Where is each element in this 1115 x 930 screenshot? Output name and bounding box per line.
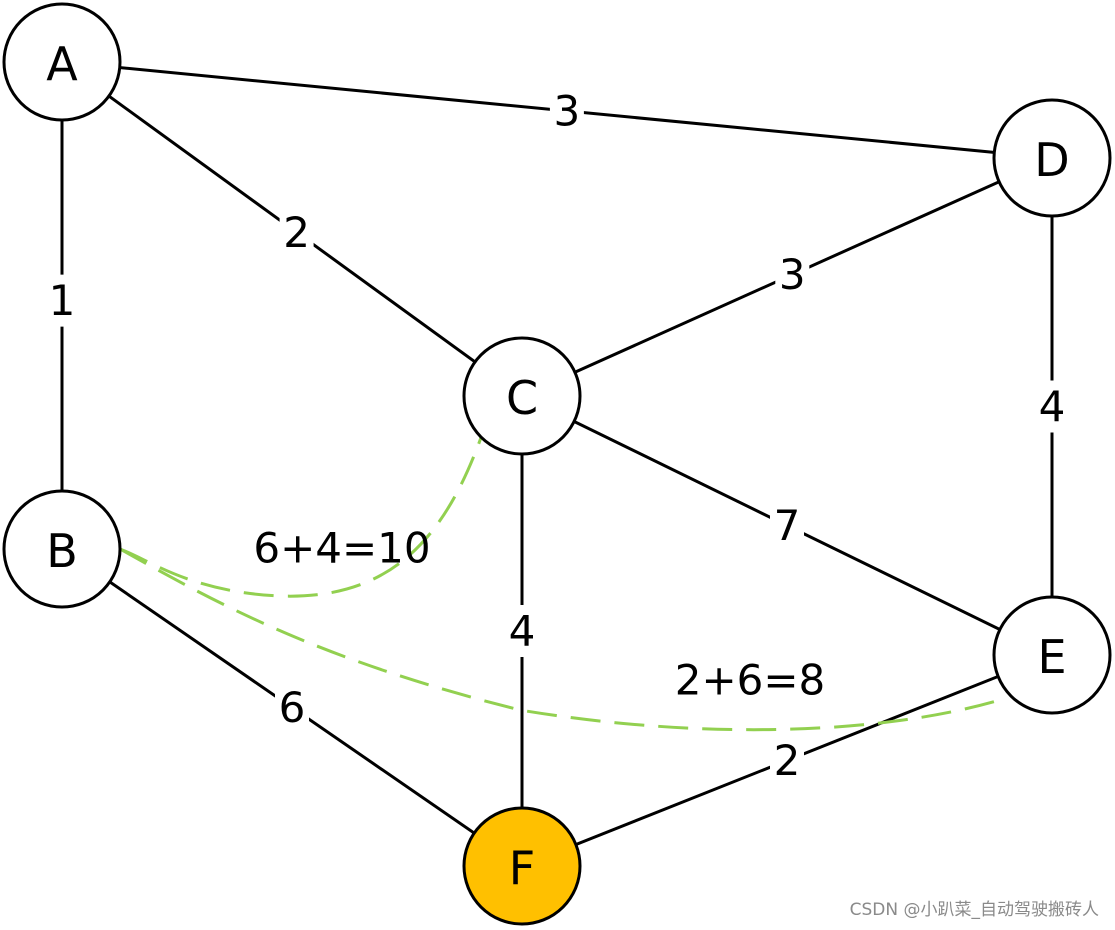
node-label-a: A [46,37,78,91]
edge-label-background [275,681,309,734]
node-circle-e [992,595,1112,715]
route-label-b-e: 2+6=8 [675,656,826,705]
edge-weight-a-d: 3 [554,86,581,135]
node-label-e: E [1037,630,1066,684]
edge-weight-a-b: 1 [49,276,76,325]
edge-weight-b-f: 6 [279,683,306,732]
edge-label-background [505,605,539,657]
edge-weight-c-d: 3 [779,250,806,299]
edge-label-background [770,499,804,552]
node-label-f: F [509,841,535,895]
edge-label-background [775,248,810,301]
edge-label-background [549,84,584,137]
node-d: D [992,98,1112,218]
node-circle-b [2,489,122,609]
node-label-d: D [1034,133,1069,187]
node-c: C [462,336,582,456]
node-circle-a [2,2,122,122]
edge-label-background [45,274,79,327]
edge-weight-d-e: 4 [1039,382,1066,431]
edge-label-background [279,206,314,259]
node-label-b: B [46,524,78,578]
edge-weight-e-f: 2 [774,736,801,785]
node-e: E [992,595,1112,715]
route-labels-layer: 6+4=10 2+6=8 [253,524,825,705]
route-b-c [119,431,485,598]
node-circle-f [462,806,582,926]
node-b: B [2,489,122,609]
node-circle-d [992,98,1112,218]
route-b-e [119,547,1001,732]
edge-weight-c-e: 7 [774,501,801,550]
node-label-c: C [506,371,538,425]
edges-layer [60,60,1054,868]
edge-label-background [770,734,804,787]
watermark: CSDN @小趴菜_自动驾驶搬砖人 [849,900,1099,920]
edge-weight-c-f: 4 [509,607,536,656]
routes-layer [119,431,1001,732]
node-f: F [462,806,582,926]
edge-weight-a-c: 2 [283,208,310,257]
node-circle-c [462,336,582,456]
route-label-b-c: 6+4=10 [253,524,430,573]
edge-label-background [1035,380,1069,433]
node-a: A [2,2,122,122]
edge-labels-layer: 3 2 1 3 4 7 4 6 2 [45,84,1069,787]
